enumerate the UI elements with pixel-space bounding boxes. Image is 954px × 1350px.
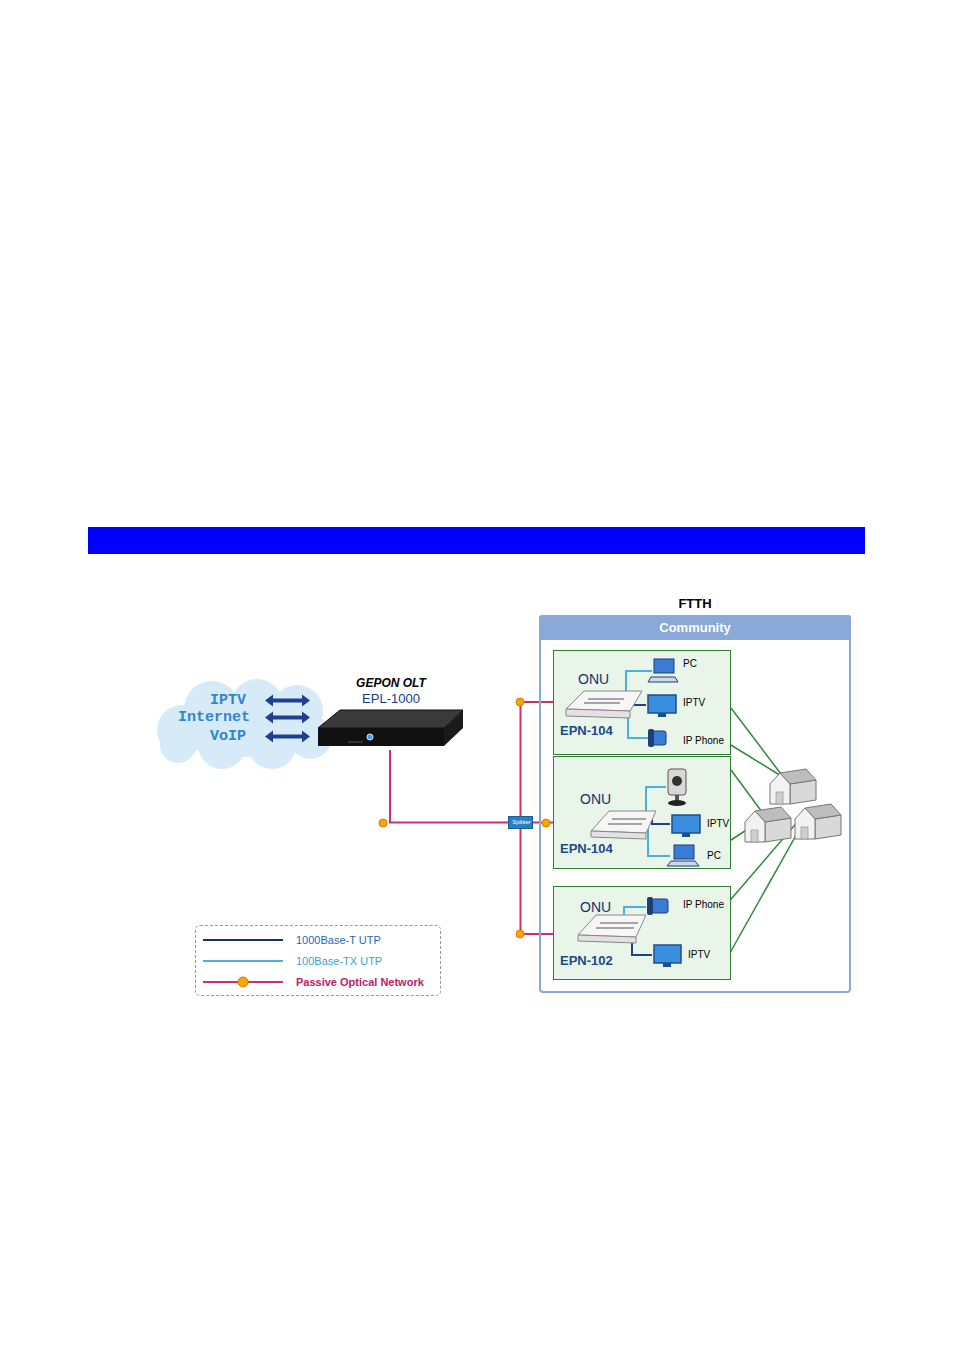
svg-line <box>596 928 634 929</box>
node-text: ONU <box>578 671 609 687</box>
house <box>745 807 791 842</box>
onu-box: ONU EPN-102 IP PhoneIPTV <box>553 886 731 980</box>
svg-polygon <box>566 691 642 711</box>
svg-line <box>584 703 620 704</box>
olt-node: GEPON OLTEPL-1000 <box>318 676 464 750</box>
svg-polygon <box>648 677 678 682</box>
ftth-panel: FTTHCommunity ONUEPN-104PCIPTVIP Phone <box>539 592 851 994</box>
svg-line <box>348 742 363 743</box>
svg-line <box>203 960 283 962</box>
cloud-shape <box>157 679 332 769</box>
house <box>770 769 816 804</box>
splitter-box: Splitter <box>508 816 533 829</box>
svg-circle <box>379 819 387 827</box>
svg-polygon <box>578 915 646 937</box>
node-text: GEPON OLT <box>356 676 426 690</box>
svg-rect <box>654 945 681 963</box>
legend-sample <box>203 955 285 967</box>
svg-polygon <box>318 710 463 728</box>
svg-line <box>600 923 638 924</box>
svg-polygon <box>667 861 699 866</box>
device-label: IPTV <box>688 949 710 961</box>
node-text: EPL-1000 <box>362 691 420 706</box>
svg-line <box>726 742 786 779</box>
node-text: ONU <box>580 899 611 915</box>
cloud-node: IPTVInternetVoIP <box>152 675 337 770</box>
legend-text: Passive Optical Network <box>296 975 424 989</box>
legend-text: 100Base-TX UTP <box>296 954 382 968</box>
svg-rect <box>647 897 653 915</box>
svg-line <box>203 939 283 941</box>
node-text: EPN-104 <box>560 841 613 856</box>
device-label: PC <box>707 850 721 862</box>
legend-text: 1000Base-T UTP <box>296 933 381 947</box>
svg-rect <box>682 833 690 837</box>
svg-rect <box>652 899 668 913</box>
device-label: IP Phone <box>683 899 724 911</box>
legend-sample <box>203 976 285 988</box>
svg-line <box>588 699 624 700</box>
pon-fiber <box>521 829 554 934</box>
svg-polygon <box>578 935 636 943</box>
svg-rect <box>648 695 676 713</box>
svg-polygon <box>566 709 630 718</box>
svg-rect <box>318 728 444 746</box>
node-text: EPN-102 <box>560 953 613 968</box>
svg-line <box>612 819 646 820</box>
svg-polygon <box>265 712 310 724</box>
double-arrows <box>265 695 310 743</box>
svg-polygon <box>591 811 656 833</box>
pon-fiber <box>390 750 508 823</box>
node-text: VoIP <box>210 728 246 745</box>
svg-circle <box>542 819 550 827</box>
node-text: ONU <box>580 791 611 807</box>
device-label: IPTV <box>707 818 729 830</box>
svg-rect <box>658 713 666 717</box>
legend-box: 1000Base-T UTP 100Base-TX UTP Passive Opti… <box>195 925 441 996</box>
onu-box: ONU EPN-104 PC IPTV IP Phone <box>553 650 731 755</box>
pon-fiber <box>521 702 554 816</box>
svg-circle <box>516 698 524 706</box>
svg-circle <box>516 930 524 938</box>
svg-rect <box>668 769 686 795</box>
node-text: IPTV <box>210 692 246 709</box>
device-label: PC <box>683 658 697 670</box>
device-label: IPTV <box>683 697 705 709</box>
panel-header: Community <box>539 615 851 640</box>
header-bar <box>88 527 865 554</box>
svg-rect <box>654 659 674 673</box>
svg-polygon <box>265 695 310 707</box>
svg-path <box>648 827 670 856</box>
svg-polygon <box>591 831 646 839</box>
svg-path <box>628 707 650 738</box>
svg-rect <box>672 815 700 833</box>
device-label: IP Phone <box>683 735 724 747</box>
svg-path <box>652 819 670 824</box>
svg-polygon <box>444 710 463 746</box>
svg-circle <box>238 977 248 987</box>
svg-rect <box>663 963 671 967</box>
svg-polygon <box>265 731 310 743</box>
svg-rect <box>648 729 654 747</box>
svg-line <box>608 824 642 825</box>
node-text: EPN-104 <box>560 723 613 738</box>
house <box>795 804 841 839</box>
svg-line <box>731 770 762 812</box>
svg-path <box>646 787 666 813</box>
node-text: Splitter <box>512 819 531 826</box>
svg-circle <box>672 776 682 786</box>
svg-circle <box>367 734 373 740</box>
node-text: Internet <box>178 709 250 726</box>
svg-line <box>731 708 784 778</box>
node-text: FTTH <box>678 596 711 611</box>
onu-box: ONU EPN-104 IPTV PC <box>553 756 731 869</box>
svg-ellipse <box>668 800 686 806</box>
legend-sample <box>203 934 285 946</box>
svg-rect <box>674 845 694 859</box>
